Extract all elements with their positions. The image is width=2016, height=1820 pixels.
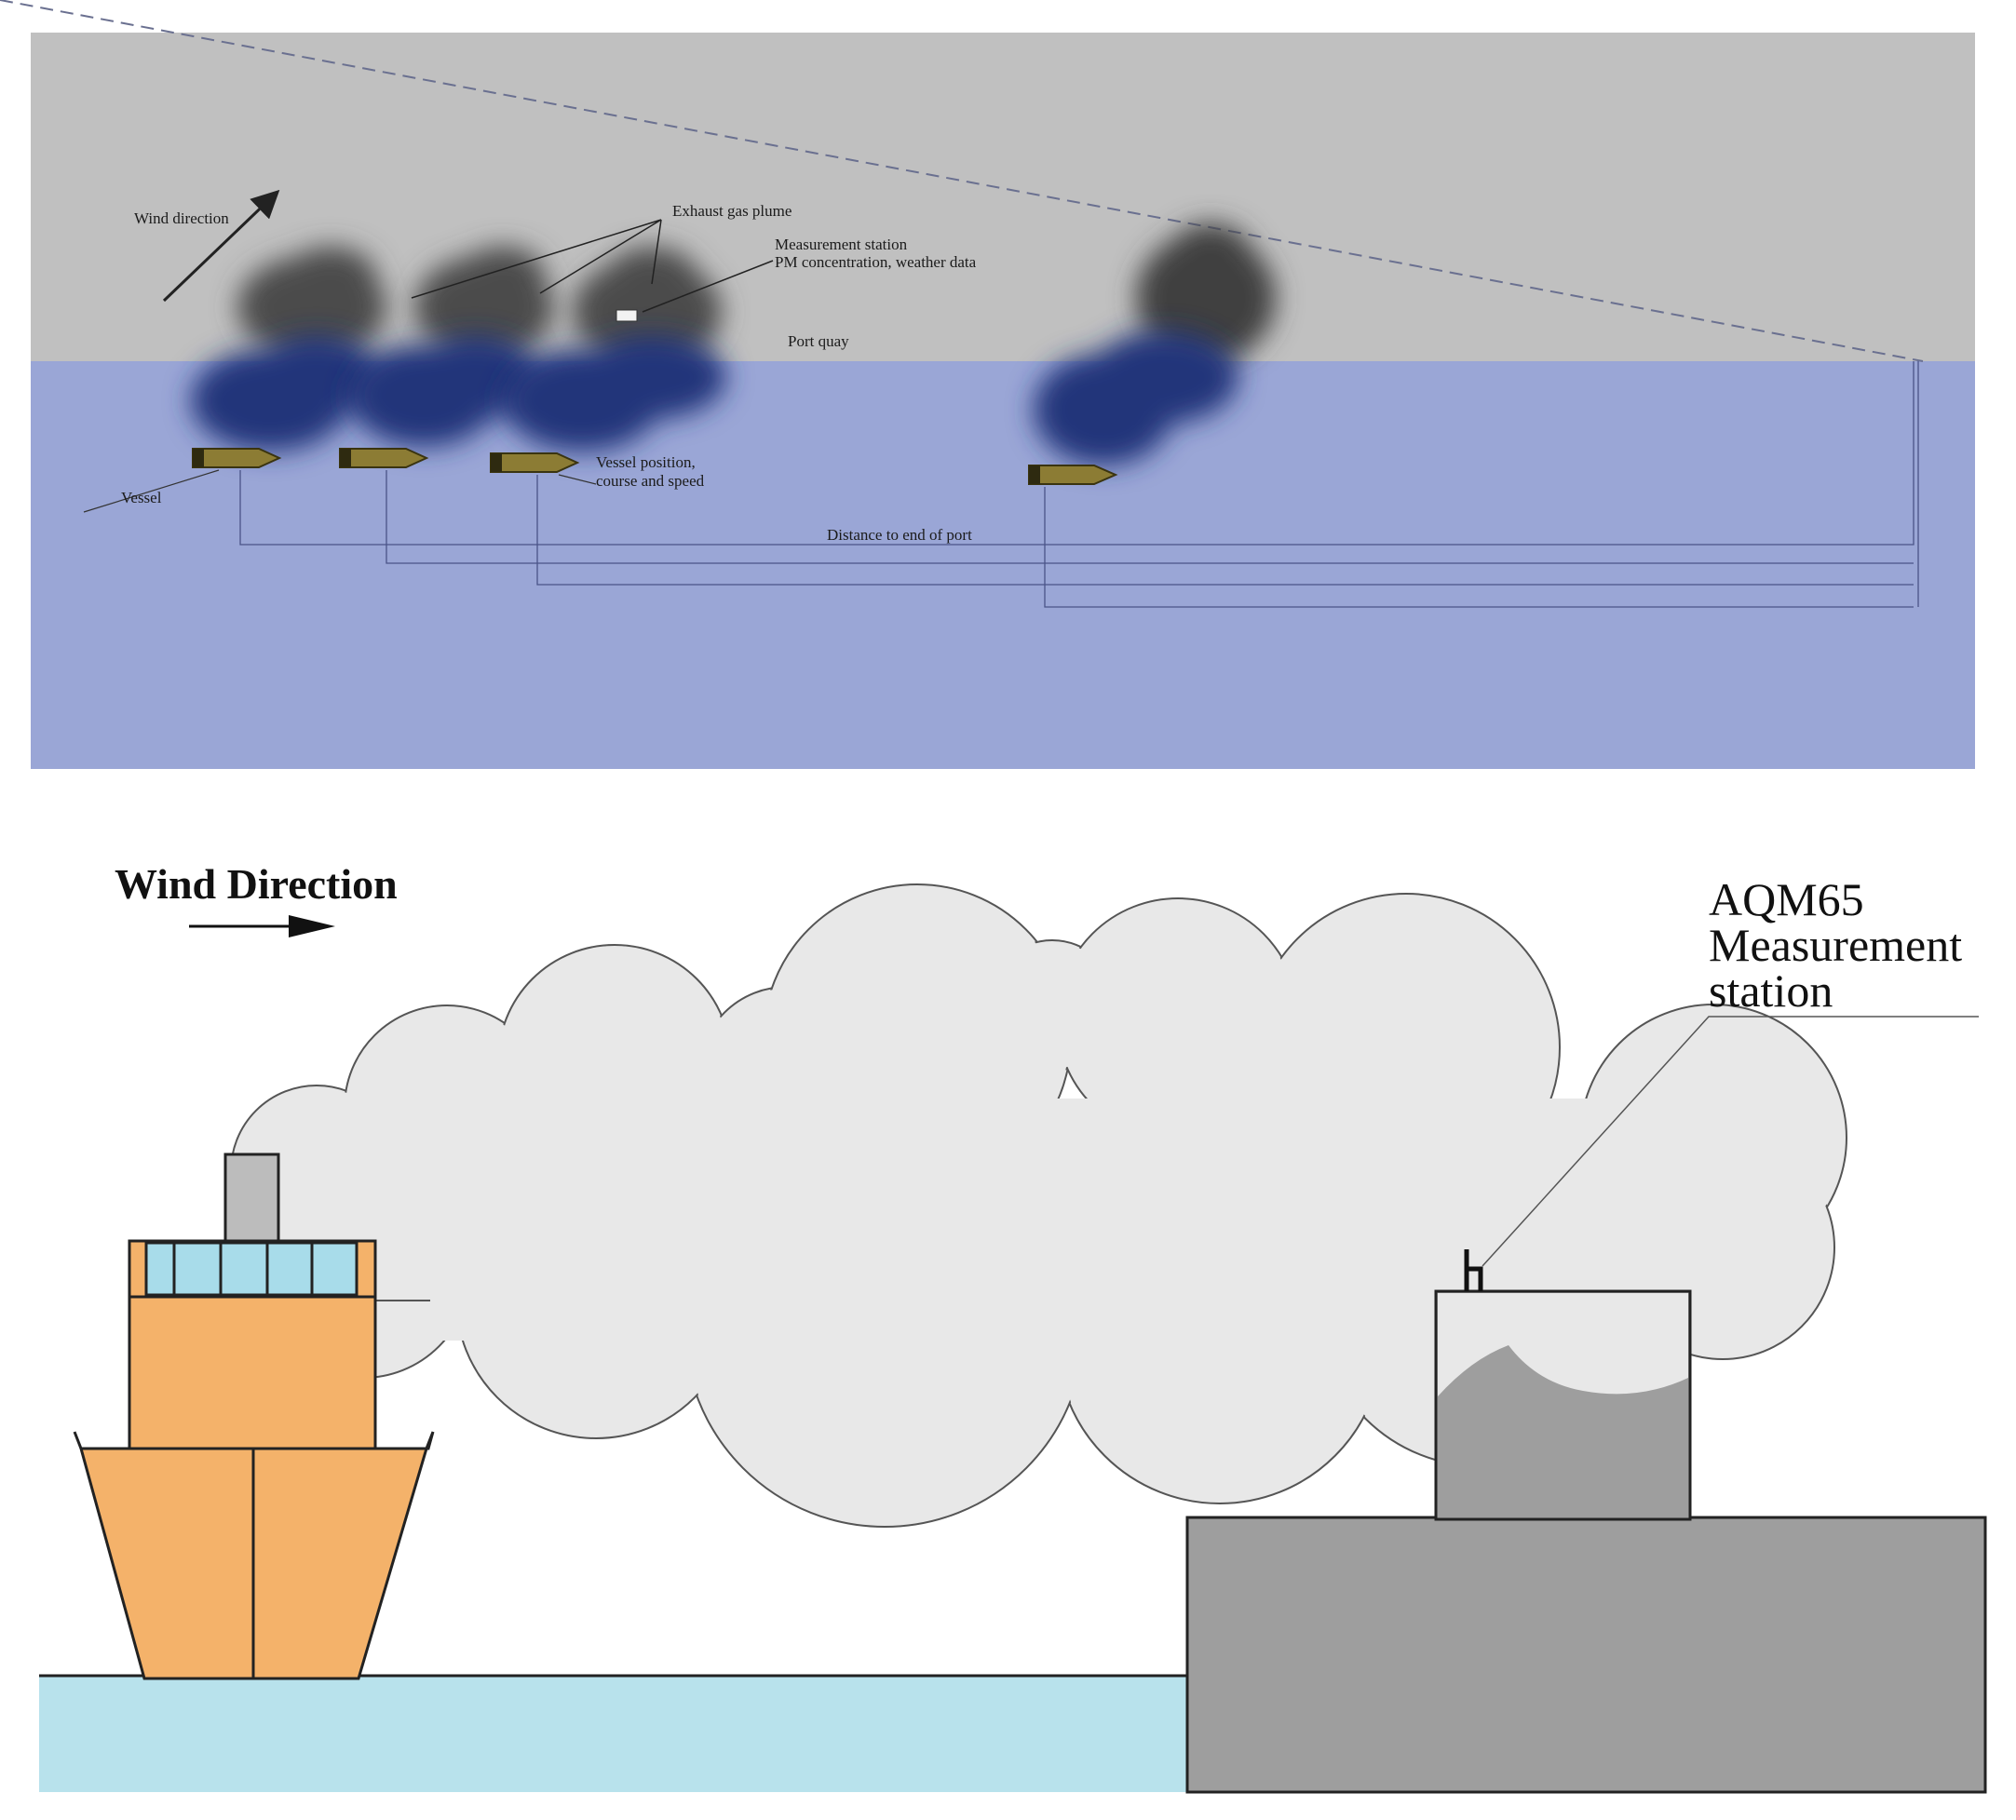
plume-callout-lines (411, 219, 774, 313)
quay-block (1185, 1516, 1987, 1794)
exhaust-plume-1 (191, 247, 386, 452)
wind-direction-label: Wind direction (134, 209, 229, 227)
aqm65-label: AQM65 (1709, 873, 1864, 925)
exhaust-plume-3 (503, 247, 726, 452)
vessel-1 (192, 448, 282, 468)
container-ship (73, 1153, 435, 1680)
sampling-inlet-icon (1464, 1249, 1483, 1291)
station-label: station (1709, 964, 1833, 1017)
vessel-label: Vessel (121, 489, 162, 506)
ship-funnel (223, 1153, 280, 1243)
exhaust-gas-plume-label: Exhaust gas plume (672, 202, 792, 220)
measurement-station-marker (616, 309, 638, 322)
vessel-position-label: Vessel position, (596, 453, 696, 471)
measurement-label: Measurement (1709, 919, 1962, 971)
measurement-station-label: Measurement station (775, 236, 908, 253)
exhaust-plume-4 (1034, 223, 1276, 465)
vessel-4 (1028, 465, 1118, 485)
station-cloud-overlap (1438, 1293, 1688, 1396)
bottom-panel: Wind Direction (39, 860, 1987, 1794)
port-quay-label: Port quay (788, 332, 849, 350)
wind-direction-heading: Wind Direction (115, 860, 398, 908)
vessel-3 (490, 452, 580, 473)
sea-area (31, 361, 1975, 769)
port-quay-line (0, 0, 1924, 362)
wind-arrow-head-icon (289, 915, 335, 937)
distance-brackets (239, 361, 1919, 608)
vessel-callout-line (83, 469, 220, 513)
top-panel: Wind direction (0, 0, 1975, 769)
measurement-station-data-label: PM concentration, weather data (775, 253, 977, 271)
vessel-2 (339, 448, 429, 468)
bridge-windows (144, 1241, 359, 1297)
vessel-info-callout-line (558, 474, 597, 485)
station-building-outline (1434, 1289, 1692, 1521)
wind-direction-arrow-icon (162, 189, 280, 303)
harbor-water (39, 1676, 1190, 1792)
station-callout-line (1482, 1016, 1979, 1267)
ship-superstructure (128, 1295, 377, 1450)
vessel-course-speed-label: course and speed (596, 472, 705, 490)
distance-to-end-of-port-label: Distance to end of port (827, 526, 972, 544)
